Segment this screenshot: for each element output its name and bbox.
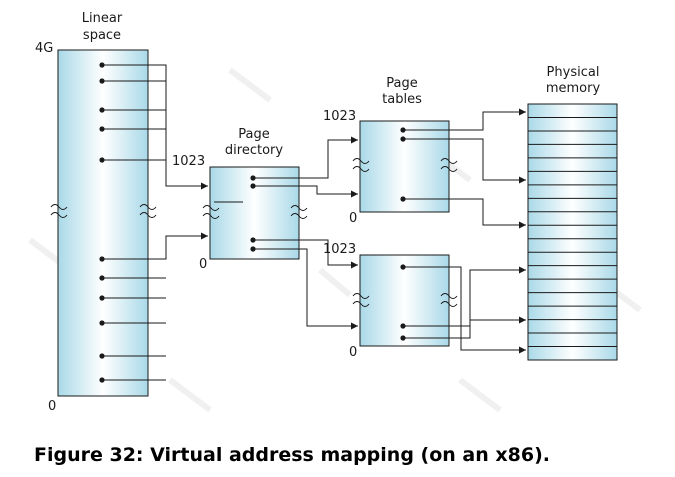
table2-top-label: 1023 [323, 242, 356, 257]
linear-space-label: Linear [82, 11, 123, 26]
linear-top-label: 4G [35, 41, 53, 56]
table1-bottom-label: 0 [349, 211, 357, 226]
directory-top-label: 1023 [172, 154, 205, 169]
linear-space-label-2: space [83, 28, 121, 43]
page-directory-label-2: directory [225, 143, 283, 158]
page-directory-box [209, 166, 300, 260]
page-directory-label: Page [238, 127, 269, 142]
physical-memory-box [527, 103, 618, 361]
page-table-2-box [359, 254, 450, 347]
page-tables-label-2: tables [382, 92, 422, 107]
physical-memory-frames [528, 116, 617, 348]
table1-top-label: 1023 [323, 109, 356, 124]
pointer-lines [102, 64, 526, 381]
page-tables-label: Page [386, 76, 417, 91]
pointer-dot-icon [99, 62, 406, 383]
table2-bottom-label: 0 [349, 345, 357, 360]
page-table-1-box [359, 120, 450, 213]
tilde-break-icon [50, 158, 458, 307]
linear-space-box [57, 49, 149, 397]
figure-caption: Figure 32: Virtual address mapping (on a… [34, 444, 550, 466]
physical-memory-label-2: memory [546, 81, 601, 96]
physical-memory-label: Physical [547, 65, 600, 80]
linear-bottom-label: 0 [48, 399, 56, 414]
directory-bottom-label: 0 [199, 257, 207, 272]
